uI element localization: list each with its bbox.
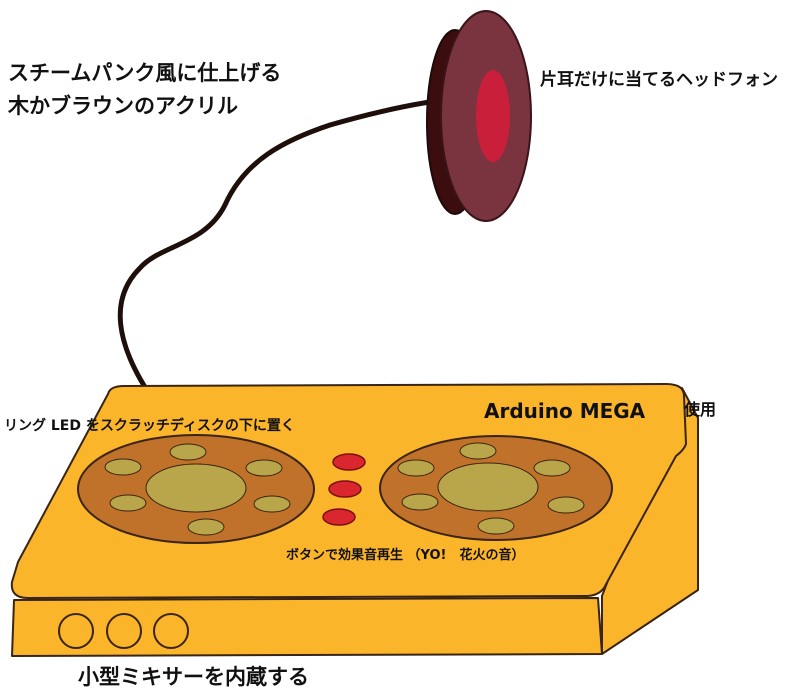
led-pad	[547, 496, 585, 514]
headphone-icon	[426, 10, 532, 222]
headphone-cable	[117, 95, 463, 395]
sound-effect-button[interactable]	[322, 508, 356, 526]
sound-effect-button[interactable]	[328, 480, 362, 498]
mixer-knob-icon[interactable]	[58, 613, 94, 649]
scratch-disc-right[interactable]	[379, 435, 613, 541]
scratch-disc-left[interactable]	[77, 434, 315, 544]
sound-effect-button[interactable]	[332, 453, 366, 471]
label-steampunk: スチームパンク風に仕上げる	[8, 61, 281, 85]
led-pad	[145, 463, 247, 513]
label-material: 木かブラウンのアクリル	[7, 94, 238, 118]
label-arduino-suffix: 使用	[683, 400, 716, 419]
led-pad	[169, 443, 207, 461]
label-headphone: 片耳だけに当てるヘッドフォン	[540, 69, 778, 90]
led-pad	[437, 462, 539, 512]
case-front-panel	[11, 597, 603, 657]
led-pad	[187, 518, 225, 536]
led-pad	[401, 493, 439, 511]
led-pad	[397, 459, 435, 477]
label-mixer: 小型ミキサーを内蔵する	[78, 665, 309, 689]
led-pad	[477, 517, 515, 535]
led-pad	[253, 495, 291, 513]
mixer-knob-icon[interactable]	[153, 613, 189, 649]
led-pad	[245, 459, 283, 477]
mixer-knob-icon[interactable]	[106, 613, 142, 649]
label-arduino: Arduino MEGA	[484, 399, 646, 423]
led-pad	[104, 458, 142, 476]
led-pad	[459, 442, 497, 460]
label-ring-led: リング LED をスクラッチディスクの下に置く	[4, 417, 295, 434]
led-pad	[109, 494, 147, 512]
led-pad	[533, 459, 571, 477]
label-buttons: ボタンで効果音再生 （YO! 花火の音）	[286, 547, 524, 563]
